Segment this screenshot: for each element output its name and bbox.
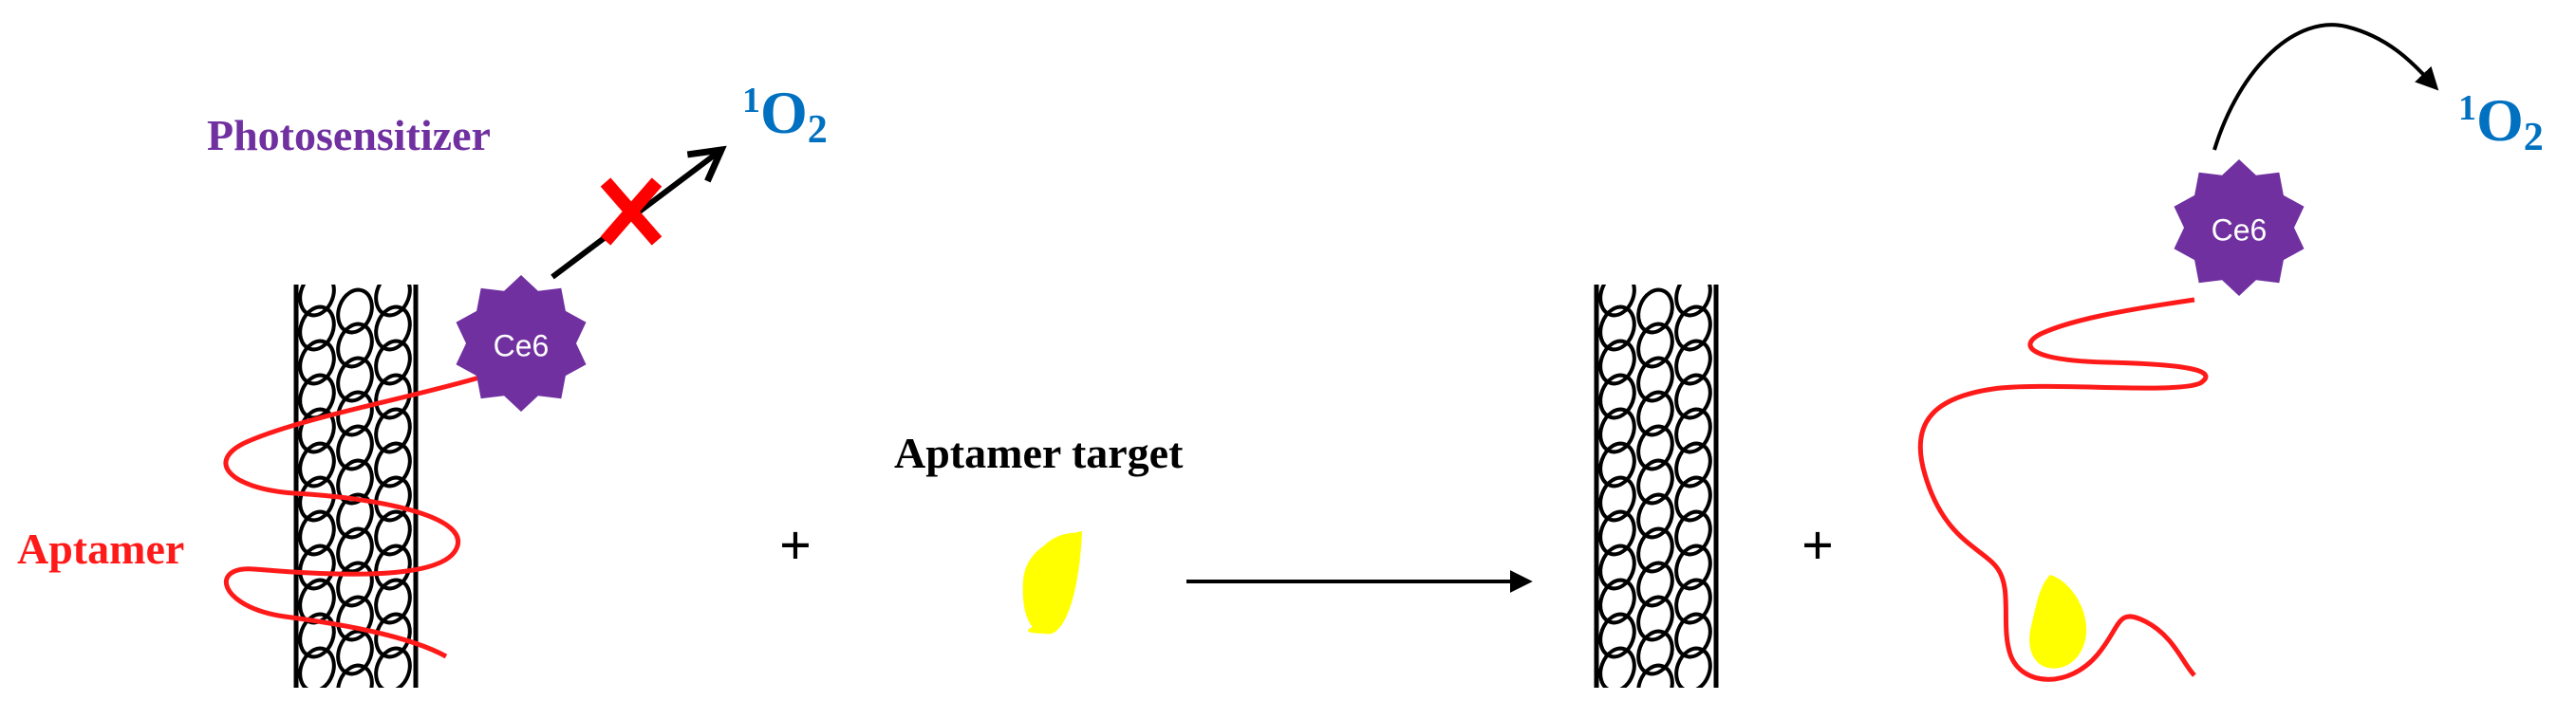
nanotube-left: [293, 285, 419, 688]
ce6-label-right: Ce6: [2212, 212, 2268, 247]
singlet-oxygen-arrow: [2212, 23, 2439, 151]
ce6-photosensitizer-right: Ce6: [2174, 159, 2305, 296]
photosensitizer-label: Photosensitizer: [207, 111, 491, 159]
ce6-photosensitizer-left: Ce6: [456, 275, 587, 412]
aptamer-target-drop: [1022, 531, 1082, 635]
blocked-x-icon: [600, 177, 663, 246]
right-panel: + Ce6 1O2: [1594, 23, 2544, 688]
singlet-oxygen-right: 1O2: [2458, 86, 2544, 159]
ce6-label-left: Ce6: [494, 328, 550, 362]
left-panel: Ce6 Photosensitizer Aptamer 1O2: [17, 79, 828, 688]
singlet-oxygen-left: 1O2: [742, 79, 828, 152]
nanotube-right: [1594, 285, 1719, 688]
aptamer-label: Aptamer: [17, 525, 184, 573]
plus-sign-1: +: [779, 514, 812, 577]
aptamer-target-bound: [2029, 575, 2087, 669]
aptamer-strand-left: [223, 375, 480, 659]
aptamer-strand-right: [1917, 297, 2209, 682]
aptamer-target-label: Aptamer target: [894, 429, 1184, 477]
plus-sign-2: +: [1801, 514, 1834, 577]
